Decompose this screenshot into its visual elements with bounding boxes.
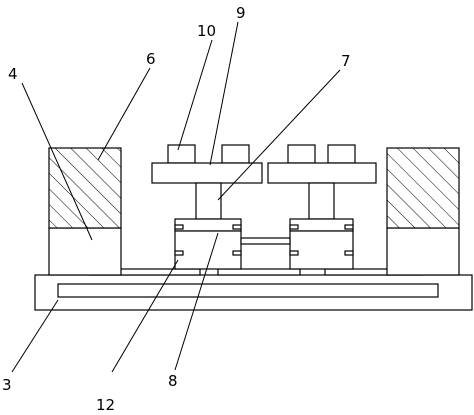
leader-4: [21, 82, 93, 241]
right-clamp-collar: [289, 218, 354, 232]
label-10: 10: [197, 22, 216, 40]
rail-middle: [217, 268, 301, 276]
right-clamp-pad-a: [287, 144, 316, 164]
left-clamp-notch-1: [174, 224, 184, 230]
label-9: 9: [236, 4, 246, 22]
label-7: 7: [341, 52, 351, 70]
leader-6: [97, 67, 151, 161]
leader-10: [177, 39, 213, 151]
leader-8: [174, 232, 219, 371]
label-3: 3: [2, 376, 12, 394]
right-clamp-body: [289, 230, 354, 270]
right-clamp-pad-b: [327, 144, 356, 164]
left-hatched-insert: [48, 147, 122, 229]
right-clamp-head: [267, 162, 377, 184]
leader-7: [217, 69, 341, 201]
left-clamp-notch-4: [232, 250, 242, 256]
label-4: 4: [8, 65, 18, 83]
left-clamp-pad-a: [167, 144, 196, 164]
leader-12: [111, 259, 179, 373]
label-8: 8: [168, 372, 178, 390]
left-block: [48, 227, 122, 276]
left-clamp-notch-2: [232, 224, 242, 230]
right-clamp-stem: [308, 182, 335, 220]
right-clamp-notch-1: [289, 224, 299, 230]
leader-9: [209, 21, 239, 166]
clamp-bridge: [240, 237, 291, 245]
left-clamp-body: [174, 230, 242, 270]
left-clamp-collar: [174, 218, 242, 232]
left-clamp-head: [151, 162, 263, 184]
base-slot: [57, 283, 439, 298]
left-clamp-stem: [195, 182, 222, 220]
left-clamp-notch-3: [174, 250, 184, 256]
left-clamp-pad-b: [221, 144, 250, 164]
right-clamp-notch-3: [289, 250, 299, 256]
label-12: 12: [96, 396, 115, 414]
leader-3: [11, 299, 59, 373]
label-6: 6: [146, 50, 156, 68]
right-clamp-notch-2: [344, 224, 354, 230]
right-clamp-notch-4: [344, 250, 354, 256]
right-hatched-insert: [386, 147, 460, 229]
right-block: [386, 227, 460, 276]
